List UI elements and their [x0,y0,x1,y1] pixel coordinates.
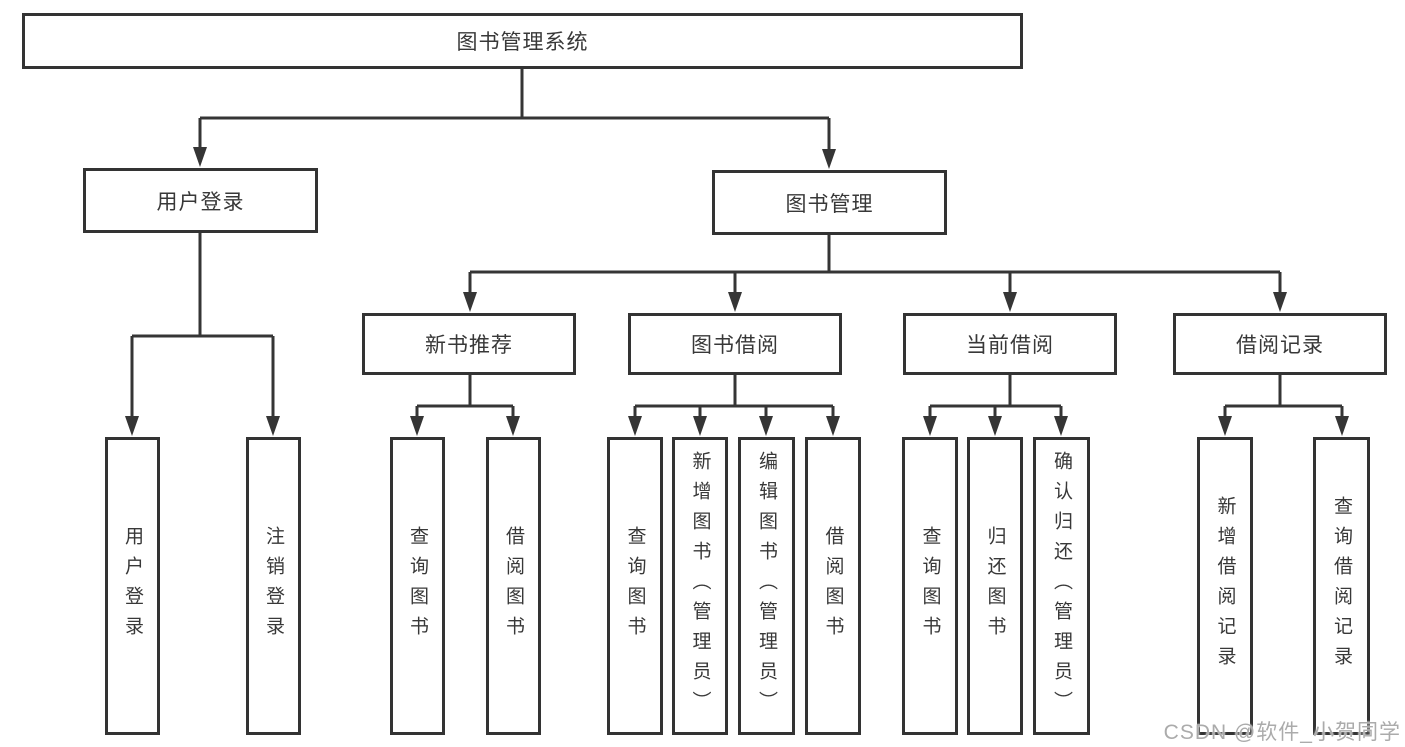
node-label: 图书管理 [785,192,874,216]
leaf-query-books-current: 查询图书 [902,437,958,735]
arrowhead [1218,416,1232,436]
leaf-logout: 注销登录 [246,437,301,735]
node-label: 注销登录 [263,526,284,646]
arrowhead [923,416,937,436]
leaf-edit-books-admin: 编辑图书（管理员） [738,437,795,735]
arrowhead [463,292,477,312]
arrowhead [1273,292,1287,312]
arrowhead [1054,416,1068,436]
arrowhead [693,416,707,436]
leaf-add-books-admin: 新增图书（管理员） [672,437,728,735]
node-label: 编辑图书（管理员） [756,451,777,721]
arrowhead [826,416,840,436]
leaf-return-books: 归还图书 [967,437,1023,735]
node-label: 借阅图书 [822,526,844,646]
arrowhead [988,416,1002,436]
arrowhead [506,416,520,436]
node-label: 查询借阅记录 [1331,496,1352,676]
leaf-query-books-recommend: 查询图书 [390,437,445,735]
node-new-book-recommend: 新书推荐 [362,313,576,375]
node-label: 新增图书（管理员） [689,451,711,721]
node-label: 用户登录 [122,526,143,646]
leaf-confirm-return-admin: 确认归还（管理员） [1033,437,1090,735]
node-current-borrowing: 当前借阅 [903,313,1117,375]
arrowhead [628,416,642,436]
arrowhead [728,292,742,312]
node-book-borrowing: 图书借阅 [628,313,842,375]
node-label: 确认归还（管理员） [1051,451,1072,721]
node-label: 查询图书 [919,526,941,646]
node-label: 图书管理系统 [456,31,589,54]
arrowhead [193,147,207,167]
node-root-library-system: 图书管理系统 [22,13,1023,69]
node-label: 查询图书 [407,526,428,646]
csdn-watermark: CSDN @软件_小贺同学 [1163,721,1401,744]
arrowhead [1335,416,1349,436]
leaf-borrow-books-recommend: 借阅图书 [486,437,541,735]
node-label: 借阅图书 [503,526,524,646]
node-label: 新增借阅记录 [1214,496,1236,676]
arrowhead [1003,292,1017,312]
node-label: 图书借阅 [691,334,779,357]
node-label: 新书推荐 [425,334,513,357]
node-label: 借阅记录 [1236,334,1324,357]
arrowhead [410,416,424,436]
leaf-query-borrow-record: 查询借阅记录 [1313,437,1370,735]
leaf-user-login: 用户登录 [105,437,160,735]
node-user-login: 用户登录 [83,168,318,233]
node-borrowing-records: 借阅记录 [1173,313,1387,375]
node-label: 归还图书 [984,526,1006,646]
leaf-borrow-books-borrowing: 借阅图书 [805,437,861,735]
node-label: 查询图书 [624,526,646,646]
leaf-add-borrow-record: 新增借阅记录 [1197,437,1253,735]
arrowhead [125,416,139,436]
node-label: 用户登录 [156,190,245,214]
arrowhead [266,416,280,436]
arrowhead [822,149,836,169]
arrowhead [759,416,773,436]
node-book-management: 图书管理 [712,170,947,235]
leaf-query-books-borrowing: 查询图书 [607,437,663,735]
node-label: 当前借阅 [966,334,1054,357]
